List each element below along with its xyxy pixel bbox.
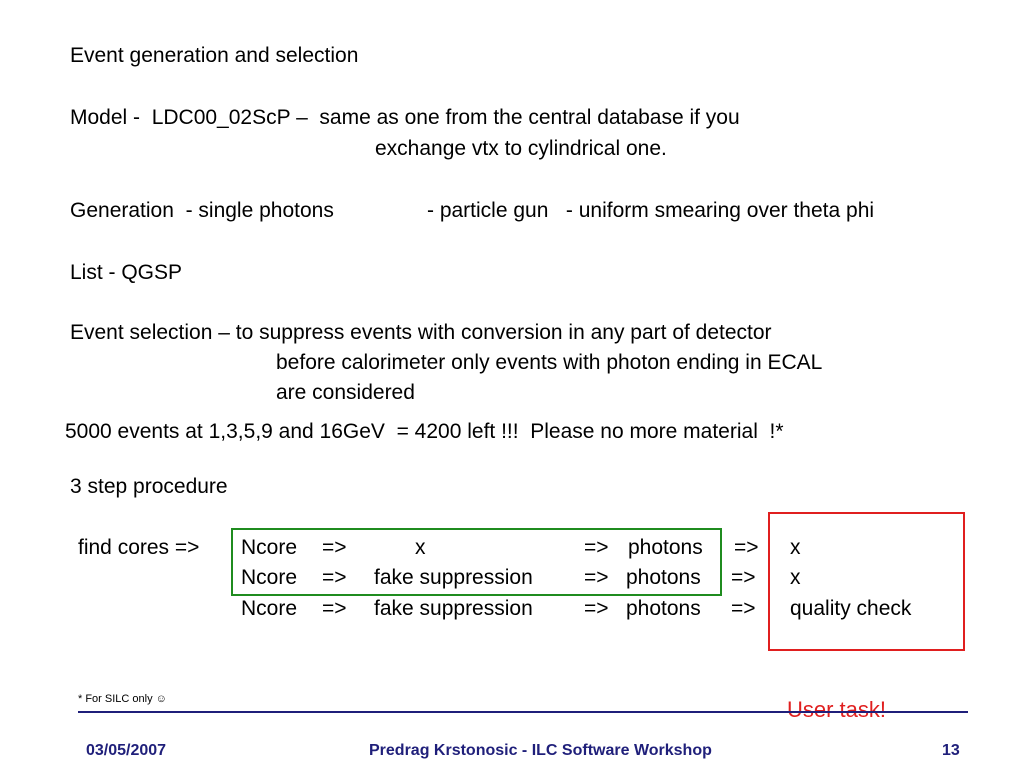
row3-ncore: Ncore xyxy=(241,597,298,620)
user-task-box xyxy=(768,512,965,651)
row2-photons: photons xyxy=(626,566,701,589)
row1-ncore: Ncore xyxy=(241,536,298,559)
selection-line-continued: before calorimeter only events with phot… xyxy=(276,351,823,374)
model-line: Model - LDC00_02ScP – same as one from t… xyxy=(70,106,740,129)
row2-arrow: => xyxy=(731,566,756,589)
row3-result: quality check xyxy=(790,597,912,620)
row1-result: x xyxy=(790,536,801,559)
generation-line-options: - particle gun - uniform smearing over t… xyxy=(427,199,875,222)
row3-arrow: => xyxy=(584,597,609,620)
row2-ncore: Ncore xyxy=(241,566,298,589)
slide-heading: Event generation and selection xyxy=(70,44,359,67)
row1-arrow: => xyxy=(734,536,759,559)
core-steps-box xyxy=(231,528,722,596)
row3-arrow: => xyxy=(322,597,347,620)
footer-divider xyxy=(78,711,968,713)
row1-arrow: => xyxy=(322,536,347,559)
events-line: 5000 events at 1,3,5,9 and 16GeV = 4200 … xyxy=(65,420,784,443)
row3-photons: photons xyxy=(626,597,701,620)
row3-step: fake suppression xyxy=(374,597,533,620)
footer-title: Predrag Krstonosic - ILC Software Worksh… xyxy=(369,742,712,759)
footer-date: 03/05/2007 xyxy=(86,742,167,759)
row3-arrow: => xyxy=(731,597,756,620)
row2-arrow: => xyxy=(322,566,347,589)
find-cores-label: find cores => xyxy=(78,536,200,559)
row1-step: x xyxy=(415,536,426,559)
selection-line-end: are considered xyxy=(276,381,415,404)
row2-arrow: => xyxy=(584,566,609,589)
page-number: 13 xyxy=(942,742,960,759)
list-line: List - QGSP xyxy=(70,261,183,284)
model-line-continued: exchange vtx to cylindrical one. xyxy=(375,137,667,160)
row2-result: x xyxy=(790,566,801,589)
footnote: * For SILC only ☺ xyxy=(78,693,167,705)
row1-arrow: => xyxy=(584,536,609,559)
selection-line: Event selection – to suppress events wit… xyxy=(70,321,772,344)
row2-step: fake suppression xyxy=(374,566,533,589)
generation-line: Generation - single photons xyxy=(70,199,334,222)
row1-photons: photons xyxy=(628,536,703,559)
procedure-heading: 3 step procedure xyxy=(70,475,228,498)
user-task-label: User task! xyxy=(787,697,887,722)
